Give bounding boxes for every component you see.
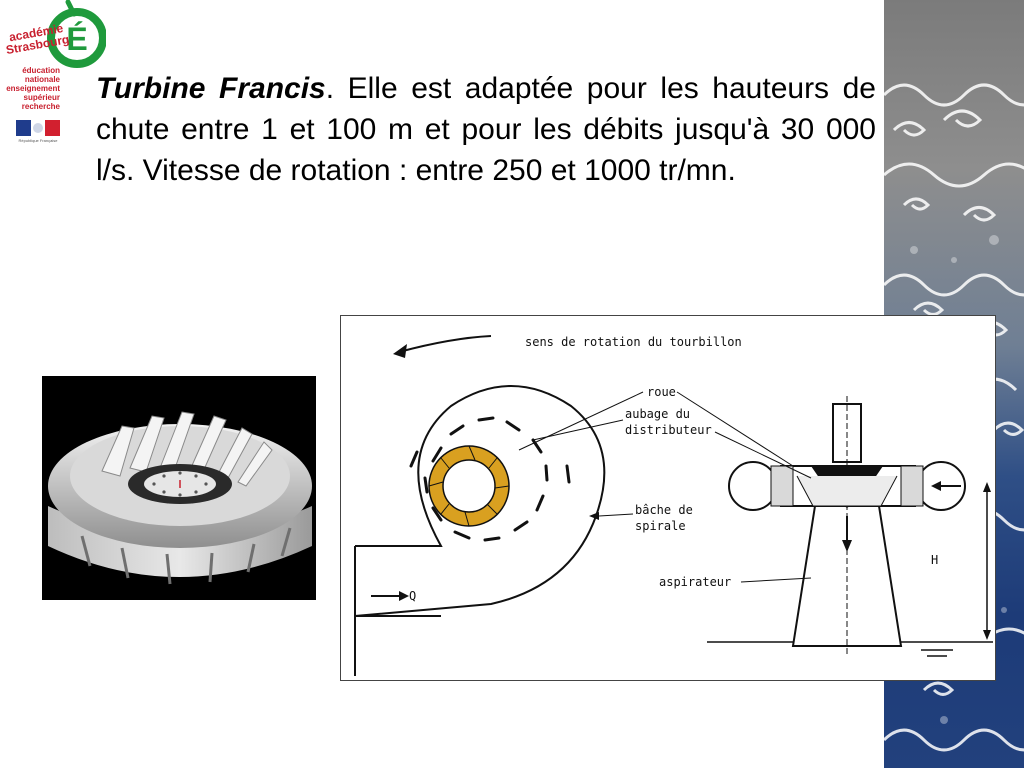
francis-runner-illustration [48, 411, 312, 585]
academy-e-emblem-icon: É [47, 0, 106, 68]
logo-ministry-line: supérieur [23, 93, 60, 102]
guide-vanes [409, 416, 571, 542]
francis-runner-photo [42, 376, 316, 600]
label-bache-2: spirale [635, 519, 686, 533]
logo-letter: É [66, 21, 87, 57]
logo-ministry-line: recherche [21, 102, 60, 111]
label-aubage-1: aubage du [625, 407, 690, 421]
logo-republic: République Française [18, 138, 58, 143]
rotation-arrowhead-icon [393, 344, 407, 358]
logo-ministry-line: nationale [24, 75, 60, 84]
label-aubage-2: distributeur [625, 423, 712, 437]
intro-term: Turbine Francis [96, 72, 326, 105]
draft-tube [791, 505, 903, 647]
francis-turbine-diagram: sens de rotation du tourbillon Q [340, 315, 996, 681]
turbine-schematic: sens de rotation du tourbillon Q [354, 335, 993, 676]
spiral-casing [354, 385, 606, 617]
label-bache-1: bâche de [635, 503, 693, 517]
intro-paragraph: Turbine Francis. Elle est adaptée pour l… [96, 68, 876, 191]
logo-ministry-line: éducation [22, 66, 60, 75]
label-aspirateur: aspirateur [659, 575, 731, 589]
logo-ministry: éducation nationale enseignement supérie… [0, 66, 60, 111]
label-roue: roue [647, 385, 676, 399]
casing-left [728, 461, 778, 511]
logo-ministry-line: enseignement [6, 84, 60, 93]
marianne-flag-icon [16, 120, 60, 136]
label-rotation: sens de rotation du tourbillon [525, 335, 742, 349]
leader-lines [518, 391, 812, 583]
label-flow: Q [409, 589, 416, 603]
academy-logo: É académie Strasbourg éducation national… [0, 0, 110, 150]
rotation-arrow [398, 335, 492, 353]
intro-text: . Elle est adaptée pour les hauteurs de … [96, 72, 876, 187]
label-height: H [931, 553, 938, 567]
